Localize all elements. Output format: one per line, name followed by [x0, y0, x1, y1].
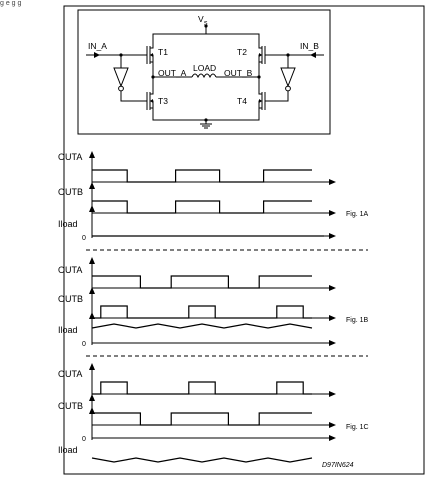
in-b-label: IN_B: [300, 41, 319, 51]
fig1b-axis-arrow-1: [329, 315, 336, 321]
fig1c-axis-arrow-1: [329, 422, 336, 428]
outer-frame: [63, 5, 425, 475]
fig1b-yaxis-arrow-0: [89, 257, 95, 264]
fig1c-axis-arrow-0: [329, 391, 336, 397]
t2-label: T2: [237, 47, 247, 57]
transistor-t1: [146, 46, 154, 66]
inverter-a-wire: [120, 91, 147, 102]
fig1a-axis-arrow-2: [329, 233, 336, 239]
timing-panel-1a: OUTA OUTB Iload 0 Fig. 1A: [58, 151, 369, 242]
fig1b-iload-wave: [91, 323, 313, 329]
fig1c-yaxis-arrow-2: [89, 407, 95, 414]
transistor-t4: [258, 88, 266, 114]
fig1a-axis-arrow-0: [329, 179, 336, 185]
panel-1a-outb-label: OUTB: [58, 187, 83, 197]
fig1c-iload-wave: [91, 457, 313, 463]
supply-label: V: [198, 14, 204, 24]
load-coil: [191, 73, 217, 79]
t1-label: T1: [158, 47, 168, 57]
panel-1a-iload-label: Iload: [58, 219, 78, 229]
transistor-t2: [258, 46, 266, 66]
fig1c-yaxis-arrow-1: [89, 394, 95, 401]
panel-1b-iload-label: Iload: [58, 325, 78, 335]
fig1c-yaxis-arrow-0: [89, 363, 95, 370]
t3-label: T3: [158, 96, 168, 106]
panel-1b-outb-label: OUTB: [58, 294, 83, 304]
figure-code: D97IN624: [322, 462, 354, 469]
panel-1b-outa-label: OUTA: [58, 265, 82, 275]
panel-1c-iload-label: Iload: [58, 445, 78, 455]
fig1b-outa-wave: [92, 275, 312, 289]
transistor-t3: [146, 88, 154, 114]
fig1b-axis-arrow-2: [329, 340, 336, 346]
fig1a-yaxis-arrow-2: [89, 205, 95, 212]
top-rail: [152, 33, 260, 46]
supply-node: [204, 24, 208, 28]
in-a-arrow-icon: [94, 52, 100, 58]
inverter-a-icon: [113, 67, 129, 88]
panel-1c-zero-label: 0: [82, 436, 86, 443]
in-b-arrow-icon: [310, 52, 316, 58]
panel-1b-zero-label: 0: [82, 341, 86, 348]
fig1a-axis-arrow-1: [329, 210, 336, 216]
fig1a-yaxis-arrow-0: [89, 151, 95, 158]
ground-icon: [200, 123, 212, 129]
timing-panel-1c: OUTA OUTB 0 Iload Fig. 1C: [58, 363, 369, 463]
panel-1a-fig-label: Fig. 1A: [346, 211, 369, 218]
panel-1a-zero-label: 0: [82, 235, 86, 242]
fig1c-axis-arrow-2: [329, 435, 336, 441]
fig1b-yaxis-arrow-2: [89, 312, 95, 319]
panel-1c-outb-label: OUTB: [58, 401, 83, 411]
out-a-label: OUT_A: [158, 68, 187, 78]
supply-subscript: s: [204, 20, 208, 27]
inverter-b-icon: [280, 67, 296, 88]
fig1a-outb-wave: [92, 200, 312, 214]
schematic-frame: [77, 9, 331, 135]
timing-panel-1b: OUTA OUTB Iload 0 Fig. 1B: [58, 257, 369, 348]
fig1a-outa-wave: [92, 169, 312, 183]
inverter-b-wire: [265, 91, 289, 102]
panel-1a-outa-label: OUTA: [58, 152, 82, 162]
fig1b-axis-arrow-0: [329, 285, 336, 291]
load-label: LOAD: [193, 63, 216, 73]
out-b-label: OUT_B: [224, 68, 253, 78]
in-a-label: IN_A: [88, 41, 107, 51]
caption-fragment: g e g g: [0, 0, 22, 7]
fig1b-yaxis-arrow-1: [89, 287, 95, 294]
fig1b-outb-wave: [92, 305, 312, 319]
fig1c-outb-wave: [92, 412, 312, 426]
t4-label: T4: [237, 96, 247, 106]
panel-1b-fig-label: Fig. 1B: [346, 317, 369, 324]
panel-1c-outa-label: OUTA: [58, 369, 82, 379]
fig1c-outa-wave: [92, 381, 312, 395]
schematic: V s T1: [77, 9, 331, 135]
panel-1c-fig-label: Fig. 1C: [346, 424, 369, 431]
fig1a-yaxis-arrow-1: [89, 182, 95, 189]
